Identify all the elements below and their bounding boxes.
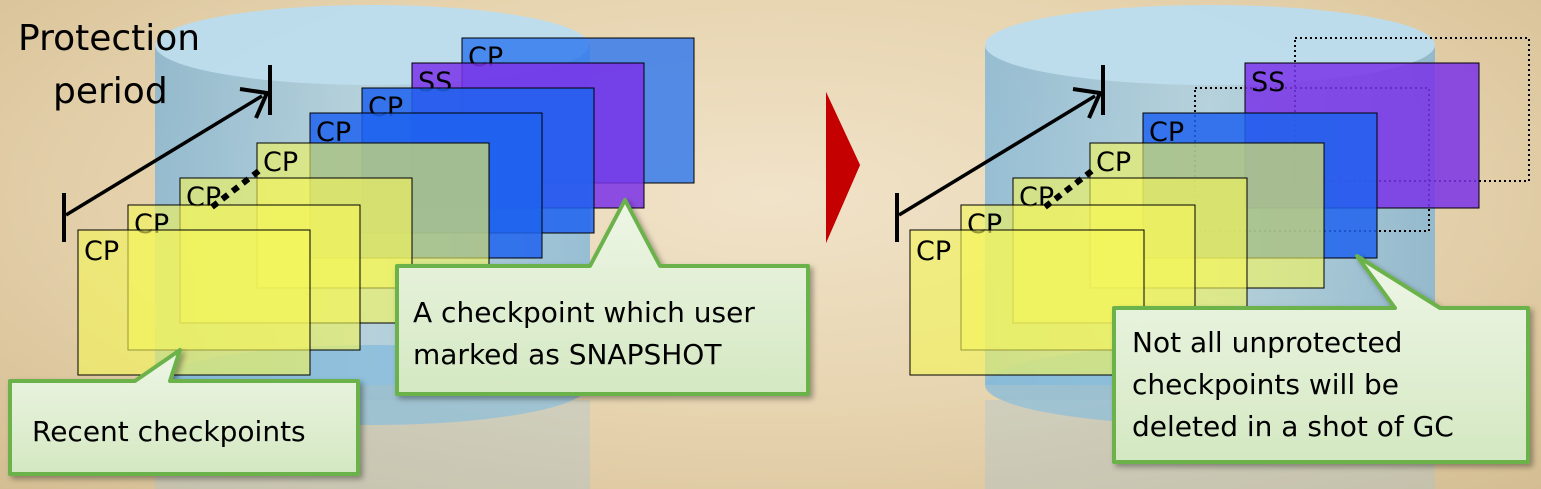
dotted-continuation-left [210,167,262,210]
callout-snapshot-line2: marked as SNAPSHOT [413,338,722,371]
callout-snapshot [395,198,810,396]
callout-snapshot-line1: A checkpoint which user [413,296,755,329]
callout-gc-line1: Not all unprotected [1132,326,1402,359]
card-label: SS [1251,67,1285,98]
protection-period-arrow [62,65,272,242]
left-panel: CP SS CP CP CP CP [8,5,810,489]
callout-gc-line3: deleted in a shot of GC [1132,410,1454,443]
card-stack-right: SS CP CP CP CP CP [909,62,1480,376]
protection-label-line1: Protection [18,18,200,59]
card-left-0: CP [77,229,311,376]
protection-label-line2: period [53,71,168,112]
right-panel: SS CP CP CP CP CP [895,5,1530,489]
card-label: CP [263,147,298,178]
card-label: CP [84,236,119,267]
transition-arrow-head [826,92,860,243]
card-stack-left: CP SS CP CP CP CP [77,37,695,376]
card-label: CP [916,236,951,267]
callout-recent-text: Recent checkpoints [32,415,306,448]
dotted-continuation-right [1043,167,1095,210]
callout-gc [1112,254,1530,464]
callout-recent [8,348,360,476]
card-label: CP [1096,147,1131,178]
protection-period-arrow-right [895,65,1105,242]
callout-gc-line2: checkpoints will be [1132,368,1399,401]
card-right-0: CP [909,229,1145,376]
deleted-card-1 [1294,37,1530,182]
